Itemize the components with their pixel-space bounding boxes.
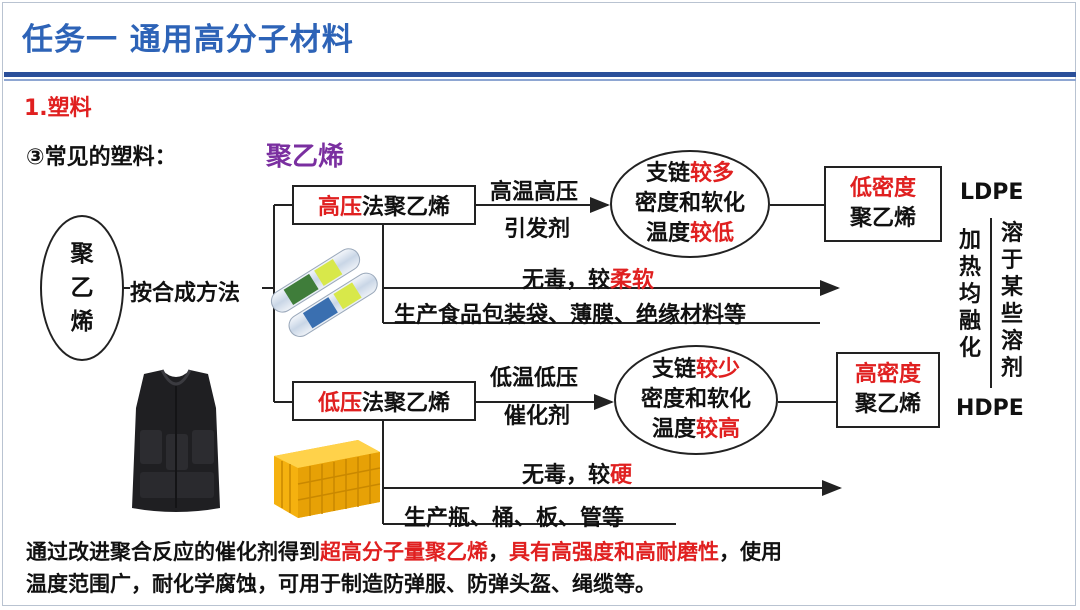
footer-text-a: 通过改进聚合反应的催化剂得到 <box>26 540 320 564</box>
solvent-char-5: 溶 <box>999 328 1025 355</box>
solvent-property: 溶 于 某 些 溶 剂 <box>999 220 1025 382</box>
hp-ellipse-l3b: 较低 <box>690 221 734 246</box>
lp-ellipse-l3a: 温度 <box>652 417 696 442</box>
root-ellipse: 聚 乙 烯 <box>40 215 124 361</box>
footer-text-c: ， <box>488 540 509 564</box>
footer-text-e: ，使用 <box>719 540 782 564</box>
footer-uhmwpe: 超高分子量聚乙烯 <box>320 540 488 564</box>
heat-char-1: 加 <box>957 227 983 254</box>
lp-property-text: 无毒，较 <box>522 463 610 488</box>
lp-condition-2: 催化剂 <box>504 398 570 430</box>
heat-melt-property: 加 热 均 融 化 <box>957 227 983 362</box>
heat-char-3: 均 <box>957 281 983 308</box>
method-label: 按合成方法 <box>130 275 240 307</box>
hp-uses: 生产食品包装袋、薄膜、绝缘材料等 <box>394 297 746 329</box>
footer-paragraph: 通过改进聚合反应的催化剂得到超高分子量聚乙烯，具有高强度和高耐磨性，使用 温度范… <box>26 537 1066 599</box>
solvent-char-2: 于 <box>999 247 1025 274</box>
hp-ellipse-l2: 密度和软化 <box>635 189 745 219</box>
solvent-char-6: 剂 <box>999 355 1025 382</box>
hp-process-keyword: 高压 <box>318 189 362 221</box>
hp-ellipse-l3a: 温度 <box>646 221 690 246</box>
lp-ellipse-l2: 密度和软化 <box>641 385 751 415</box>
lp-condition-1: 低温低压 <box>490 360 578 392</box>
solvent-char-3: 某 <box>999 274 1025 301</box>
lp-property-keyword: 硬 <box>610 463 632 488</box>
hp-process-box: 高压法聚乙烯 <box>292 185 476 225</box>
lp-process-box: 低压法聚乙烯 <box>292 381 476 421</box>
hp-properties-ellipse: 支链较多 密度和软化 温度较低 <box>610 150 770 258</box>
plastic-crate-image <box>266 436 384 520</box>
ldpe-abbr: LDPE <box>960 180 1023 205</box>
footer-strength: 具有高强度和高耐磨性 <box>509 540 719 564</box>
footer-line-2: 温度范围广，耐化学腐蚀，可用于制造防弹服、防弹头盔、绳缆等。 <box>26 569 1066 599</box>
heat-char-2: 热 <box>957 254 983 281</box>
lp-property: 无毒，较硬 <box>522 457 632 489</box>
lp-process-keyword: 低压 <box>318 385 362 417</box>
plastic-wrap-rolls-image <box>270 245 378 343</box>
hp-property-text: 无毒，较 <box>522 268 610 293</box>
ldpe-box: 低密度 聚乙烯 <box>824 166 942 242</box>
hp-condition-1: 高温高压 <box>490 174 578 206</box>
bulletproof-vest-image <box>122 368 230 516</box>
hdpe-keyword: 高密度 <box>855 360 921 390</box>
lp-process-label: 法聚乙烯 <box>362 385 450 417</box>
heat-char-4: 融 <box>957 308 983 335</box>
hdpe-abbr: HDPE <box>956 396 1024 421</box>
lp-properties-ellipse: 支链较少 密度和软化 温度较高 <box>614 345 778 455</box>
hdpe-box: 高密度 聚乙烯 <box>836 352 940 428</box>
lp-ellipse-l3b: 较高 <box>696 417 740 442</box>
property-divider <box>990 218 992 388</box>
solvent-char-1: 溶 <box>999 220 1025 247</box>
ldpe-keyword: 低密度 <box>850 174 916 204</box>
heat-char-5: 化 <box>957 335 983 362</box>
root-char-3: 烯 <box>71 305 94 339</box>
lp-ellipse-l1b: 较少 <box>696 357 740 382</box>
root-char-1: 聚 <box>71 237 94 271</box>
lp-ellipse-l1a: 支链 <box>652 357 696 382</box>
hdpe-label: 聚乙烯 <box>855 390 921 420</box>
solvent-char-4: 些 <box>999 301 1025 328</box>
hp-ellipse-l1b: 较多 <box>690 161 734 186</box>
lp-uses: 生产瓶、桶、板、管等 <box>404 500 624 532</box>
hp-condition-2: 引发剂 <box>504 211 570 243</box>
hp-process-label: 法聚乙烯 <box>362 189 450 221</box>
ldpe-label: 聚乙烯 <box>850 204 916 234</box>
hp-property: 无毒，较柔软 <box>522 262 654 294</box>
hp-ellipse-l1a: 支链 <box>646 161 690 186</box>
root-char-2: 乙 <box>71 271 94 305</box>
hp-property-keyword: 柔软 <box>610 268 654 293</box>
